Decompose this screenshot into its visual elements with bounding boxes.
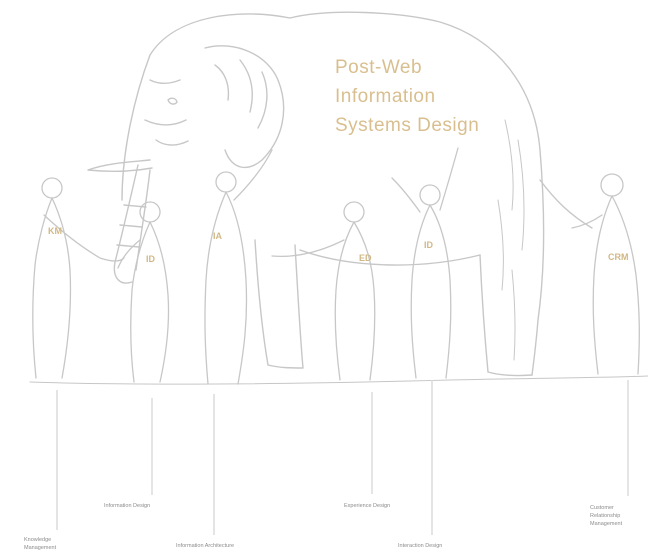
title-line-2: Information [335,86,436,107]
figure-ia-head [215,171,237,193]
figure-captions: Knowledge Management Information Design … [24,503,623,551]
badge-ed: ED [359,253,372,263]
caption-crm-line-3: Management [590,521,623,527]
elephant-front-leg [254,239,304,369]
caption-km-line-2: Management [24,545,57,551]
figure-km [32,177,125,379]
caption-crm: Customer Relationship Management [590,505,623,527]
elephant-ear-detail [214,59,268,129]
figure-id-1 [117,201,170,383]
caption-id-2: Interaction Design [398,543,442,549]
elephant-tusk [87,159,153,173]
elephant-ear [204,45,285,169]
figure-ia [204,149,273,385]
caption-ia-line-1: Information Architecture [176,543,234,549]
elephant-belly [299,249,481,266]
badge-ia: IA [213,231,223,241]
ground-line [29,375,648,385]
diagram-title: Post-Web Information Systems Design [335,57,479,136]
elephant-body-texture [497,119,525,361]
figure-crm [571,173,640,375]
figure-ed-head [343,201,365,223]
figure-ia-body [204,149,273,385]
elephant-hind-leg [479,254,533,377]
figure-ed-body [271,221,376,381]
caption-crm-line-2: Relationship [590,513,620,519]
elephant-illustration [29,11,648,385]
figure-km-head [41,177,63,199]
badge-crm: CRM [608,252,629,262]
caption-ed: Experience Design [344,503,390,509]
badge-id-2: ID [424,240,434,250]
caption-crm-line-1: Customer [590,505,614,511]
caption-id-1-line-1: Information Design [104,503,150,509]
figure-crm-head [600,173,624,197]
leader-lines [56,380,629,535]
figure-crm-body [571,195,640,375]
badge-km: KM [48,226,62,236]
figure-id-1-head [139,201,161,223]
figure-id-2 [391,147,459,379]
elephant-back-outline [121,11,545,376]
title-line-1: Post-Web [335,57,422,78]
caption-id-1: Information Design [104,503,150,509]
figure-badges: KM ID IA ED ID CRM [48,226,629,264]
badge-id-1: ID [146,254,156,264]
figure-id-2-head [419,184,441,206]
figure-ed [271,201,376,381]
figure-id-2-body [391,147,459,379]
elephant-trunk-rings [116,204,147,248]
caption-km: Knowledge Management [24,537,57,551]
elephant-tail [539,179,593,229]
elephant-eye [167,97,178,105]
title-line-3: Systems Design [335,115,479,136]
caption-ed-line-1: Experience Design [344,503,390,509]
caption-id-2-line-1: Interaction Design [398,543,442,549]
figure-id-1-body [117,221,170,383]
caption-ia: Information Architecture [176,543,234,549]
elephant-face-wrinkles [144,79,189,146]
figure-km-body [32,197,125,379]
caption-km-line-1: Knowledge [24,537,51,543]
